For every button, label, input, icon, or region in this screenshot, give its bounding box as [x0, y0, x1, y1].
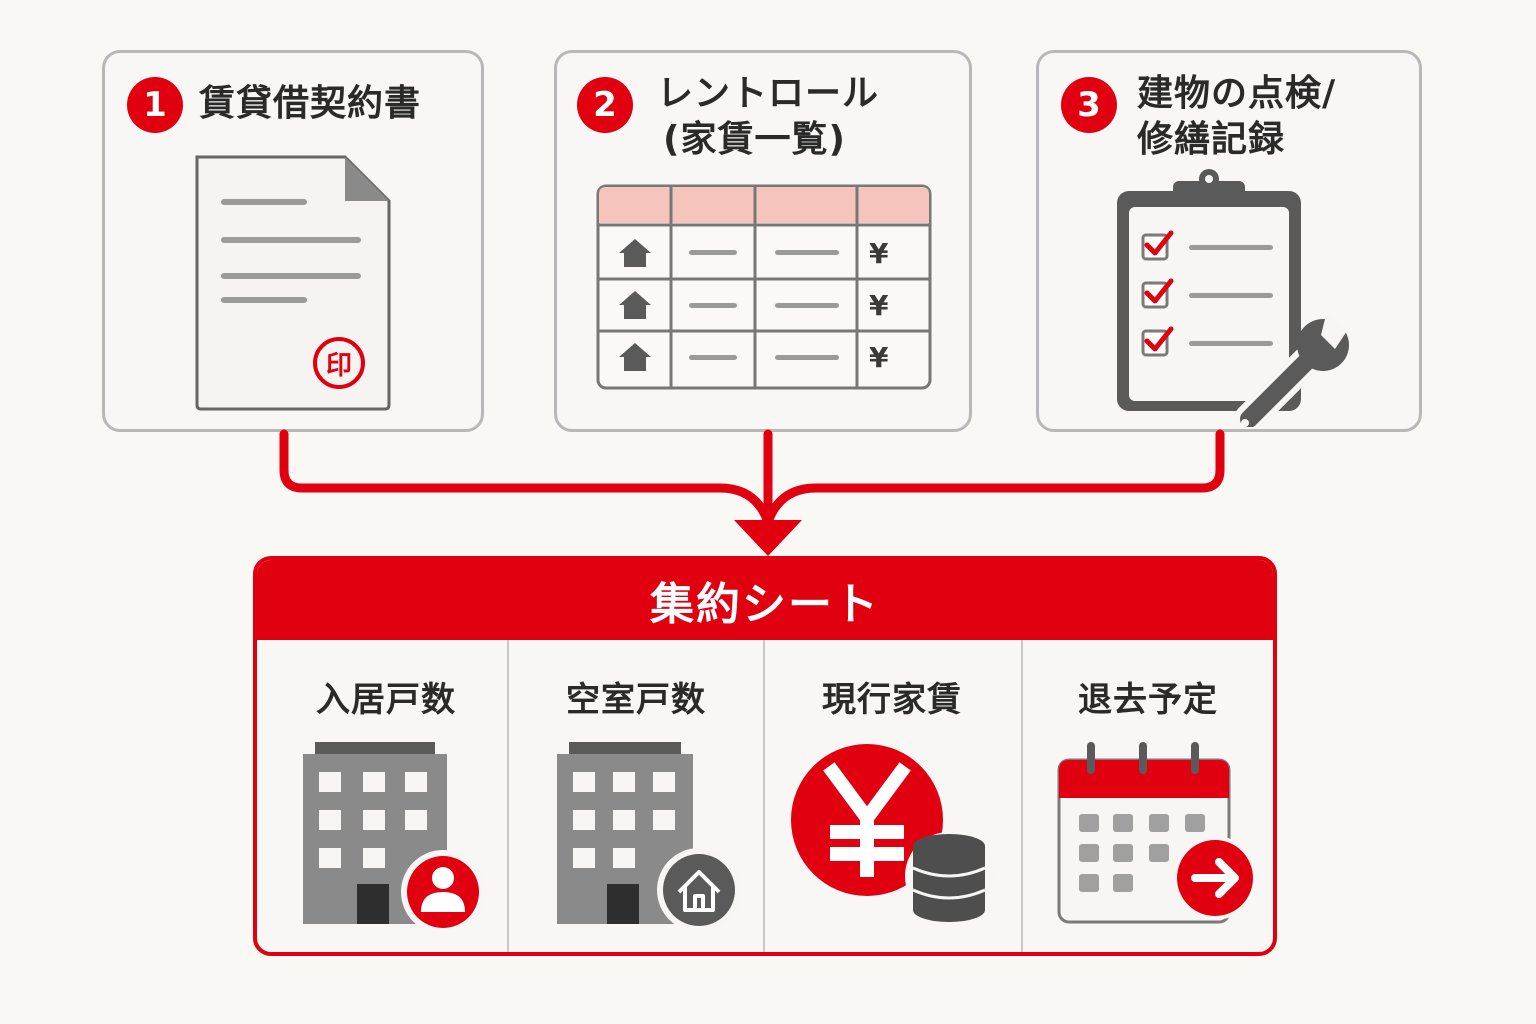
clipboard-wrench-icon	[1117, 169, 1349, 427]
number-badge-2: 2	[577, 77, 633, 133]
column-divider	[507, 640, 509, 952]
stamp-seal-text: 印	[325, 351, 352, 381]
summary-label-move-out-schedule: 退去予定	[1078, 680, 1218, 720]
card-subtitle-rent-roll: (家賃一覧)	[663, 119, 846, 160]
summary-label-current-rent: 現行家賃	[822, 680, 962, 720]
document-icon	[195, 155, 391, 411]
column-divider	[763, 640, 765, 952]
column-divider	[1021, 640, 1023, 952]
connector-arrows	[279, 429, 1225, 556]
building-vacant-icon	[557, 742, 741, 928]
yen-coins-icon	[791, 744, 993, 922]
calendar-arrow-icon	[1057, 742, 1257, 924]
card-subtitle-inspection: 修繕記録	[1137, 119, 1286, 160]
card-title-rent-roll: レントロール	[657, 73, 880, 114]
summary-label-occupied-units: 入居戸数	[316, 680, 456, 720]
summary-sheet-title: 集約シート	[257, 560, 1273, 640]
source-card-lease-contract: 1 賃貸借契約書 印	[102, 50, 484, 432]
card-title-lease-contract: 賃貸借契約書	[199, 83, 422, 124]
yen-cell-1: ¥	[869, 237, 889, 270]
building-occupant-icon	[303, 742, 485, 928]
summary-label-vacant-units: 空室戸数	[566, 680, 706, 720]
rent-table-icon	[596, 184, 932, 390]
source-card-rent-roll: 2 レントロール (家賃一覧) ¥ ¥ ¥	[554, 50, 972, 432]
summary-sheet: 集約シート 入居戸数 空室戸数 現行家賃 退去予定	[253, 556, 1277, 956]
yen-cell-2: ¥	[869, 289, 889, 322]
number-badge-1: 1	[127, 77, 183, 133]
yen-cell-3: ¥	[869, 341, 889, 374]
source-card-inspection-records: 3 建物の点検/ 修繕記録	[1036, 50, 1422, 432]
card-title-inspection: 建物の点検/	[1137, 73, 1337, 114]
number-badge-3: 3	[1061, 77, 1117, 133]
